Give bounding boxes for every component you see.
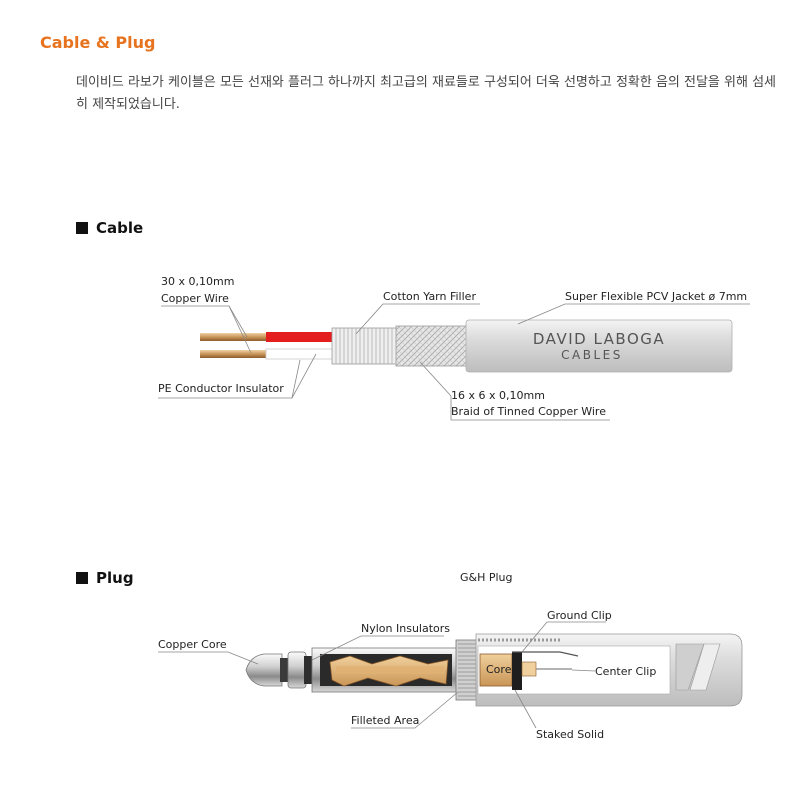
cable-diagram: DAVID LABOGA CABLES 30 x 0,10mm Copper W… <box>158 275 750 421</box>
filleted-area-label: Filleted Area <box>351 714 419 727</box>
plug-section-heading: Plug <box>76 569 134 587</box>
jacket-leader <box>517 303 750 325</box>
copper-wire-count-label: 30 x 0,10mm <box>161 275 234 288</box>
plug-section-title: Plug <box>96 569 134 587</box>
cable-section-heading: Cable <box>76 219 143 237</box>
plug-subtitle: G&H Plug <box>460 571 513 584</box>
center-clip-stub <box>521 661 537 677</box>
ground-clip-block <box>512 652 522 690</box>
ground-clip-label: Ground Clip <box>547 609 612 622</box>
core-block <box>479 653 513 687</box>
brand-line-1: DAVID LABOGA <box>533 330 665 348</box>
pe-insulator-leader-2 <box>291 359 301 399</box>
square-bullet-icon <box>76 572 88 584</box>
braid-count-label: 16 x 6 x 0,10mm <box>451 389 545 402</box>
copper-wire-leader <box>161 305 248 338</box>
core-label: Core <box>486 663 512 676</box>
core-highlight <box>336 666 444 674</box>
copper-wire-bottom <box>200 350 270 358</box>
brand-line-2: CABLES <box>561 348 623 362</box>
square-bullet-icon <box>76 222 88 234</box>
housing-notch <box>675 643 705 691</box>
nylon-insulators-leader <box>311 635 444 661</box>
white-insulator <box>265 348 337 360</box>
copper-wire-top <box>200 333 270 341</box>
tip-ring-insulator <box>280 658 290 682</box>
braid-leader <box>419 361 610 421</box>
filleted-area-leader <box>351 691 459 729</box>
knurled-collar <box>455 639 479 701</box>
center-clip-label: Center Clip <box>595 665 656 678</box>
braid-shield <box>395 325 471 367</box>
cotton-filler-label: Cotton Yarn Filler <box>383 290 476 303</box>
cable-jacket <box>465 319 733 373</box>
housing-notch-light <box>689 643 721 691</box>
nylon-insulators-label: Nylon Insulators <box>361 622 450 635</box>
staked-solid-label: Staked Solid <box>536 728 604 741</box>
braid-label: Braid of Tinned Copper Wire <box>451 405 606 418</box>
copper-wire-leader-2 <box>228 305 252 354</box>
jacket-label: Super Flexible PCV Jacket ø 7mm <box>565 290 747 303</box>
red-insulator <box>266 332 336 342</box>
plug-tip <box>245 653 283 687</box>
ground-clip-leader <box>521 621 606 653</box>
ground-clip-wire <box>512 651 579 657</box>
copper-core-leader <box>158 651 259 665</box>
cotton-yarn-filler <box>331 327 399 365</box>
copper-core-label: Copper Core <box>158 638 227 651</box>
page-title: Cable & Plug <box>40 33 156 52</box>
cable-section-title: Cable <box>96 219 144 237</box>
plug-ring <box>287 651 307 689</box>
pe-insulator-label: PE Conductor Insulator <box>158 382 284 395</box>
cotton-filler-leader <box>355 303 480 335</box>
intro-paragraph: 데이비드 라보가 케이블은 모든 선재와 플러그 하나까지 최고급의 재료들로 … <box>76 75 776 112</box>
center-clip-leader <box>571 669 596 672</box>
plug-diagram: Core Copper Core Nylon Insulators Fillet… <box>158 609 743 741</box>
staked-solid-leader <box>514 689 537 729</box>
ring-sleeve-insulator <box>304 656 314 684</box>
copper-wire-label: Copper Wire <box>161 292 229 305</box>
